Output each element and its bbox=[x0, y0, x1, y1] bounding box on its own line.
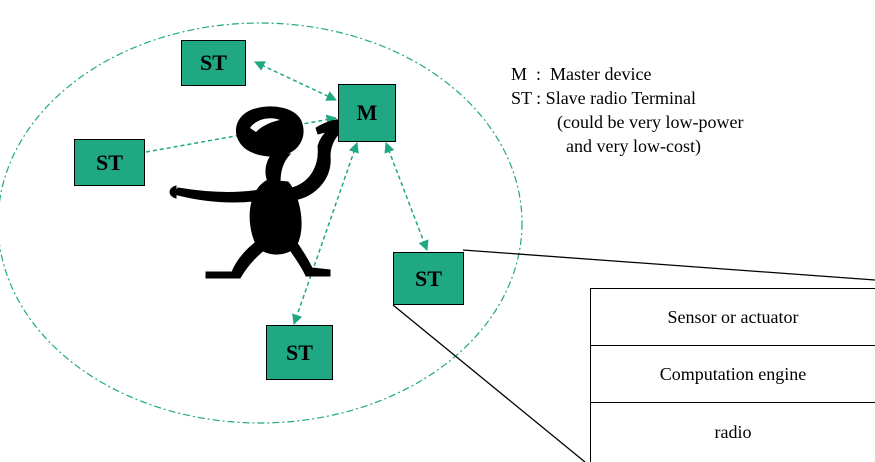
legend-slave: ST : Slave radio Terminal bbox=[511, 88, 697, 108]
node-label: M bbox=[356, 100, 378, 125]
radio-layer: radio bbox=[590, 402, 875, 462]
slave-terminal-right: ST bbox=[393, 252, 464, 305]
dancing-person-icon bbox=[169, 106, 351, 279]
slave-terminal-left: ST bbox=[74, 139, 145, 186]
slave-terminal-top-left: ST bbox=[181, 40, 246, 86]
legend-note-2: and very low-cost) bbox=[566, 136, 701, 156]
node-label: ST bbox=[286, 339, 313, 365]
legend: M : Master device ST : Slave radio Termi… bbox=[511, 62, 743, 158]
network-boundary bbox=[0, 22, 523, 424]
slave-terminal-bottom: ST bbox=[266, 325, 333, 380]
slave-terminal-stack: Sensor or actuator Computation engine ra… bbox=[590, 288, 875, 462]
link-right bbox=[384, 142, 429, 251]
sensor-layer-label: Sensor or actuator bbox=[667, 307, 799, 327]
master-device-node: M bbox=[338, 84, 396, 142]
node-label: ST bbox=[200, 50, 227, 75]
computation-layer: Computation engine bbox=[590, 345, 875, 403]
link-bottom bbox=[292, 142, 359, 325]
node-label: ST bbox=[415, 265, 442, 291]
node-label: ST bbox=[96, 149, 123, 175]
legend-master: M : Master device bbox=[511, 64, 652, 84]
radio-layer-label: radio bbox=[714, 422, 752, 442]
zoom-line-bottom bbox=[392, 304, 586, 462]
zoom-line-top bbox=[462, 249, 875, 281]
computation-layer-label: Computation engine bbox=[659, 364, 807, 384]
legend-note-1: (could be very low-power bbox=[557, 112, 744, 132]
sensor-layer: Sensor or actuator bbox=[590, 288, 875, 346]
link-top-left bbox=[254, 61, 337, 101]
